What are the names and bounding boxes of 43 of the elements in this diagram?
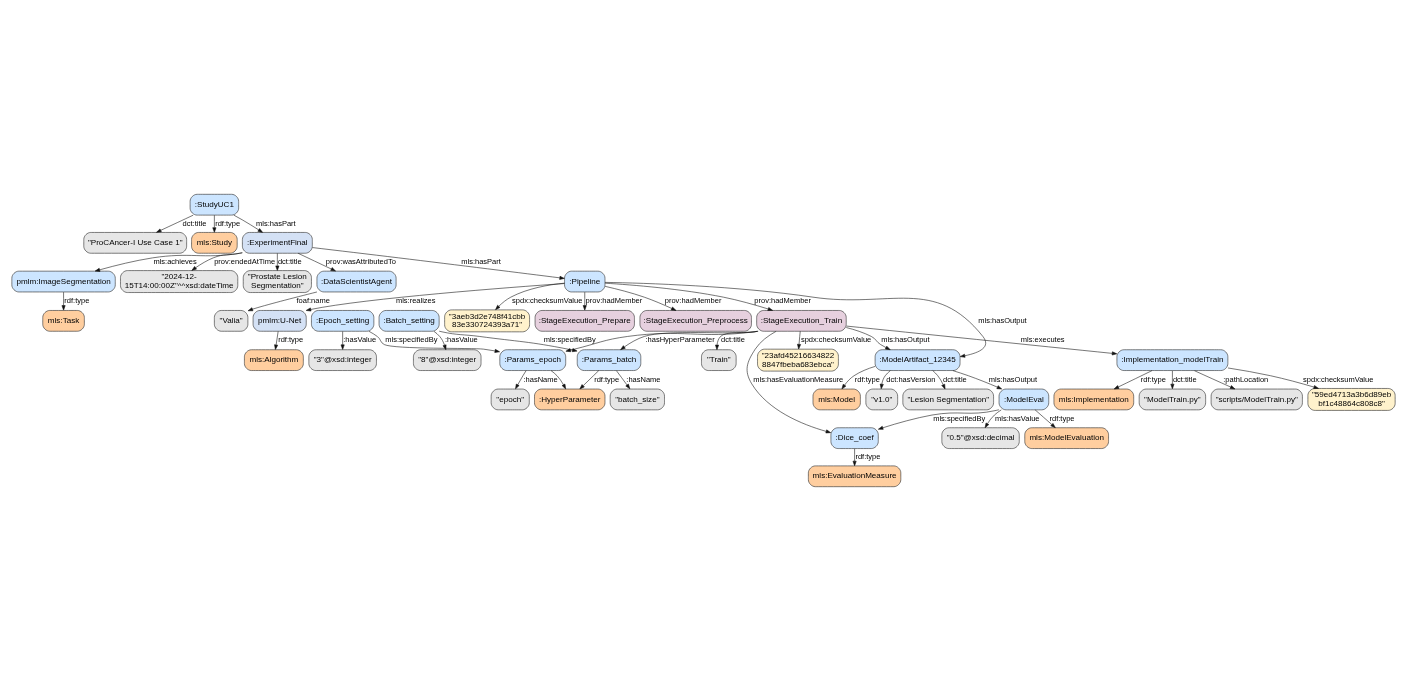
arrow — [604, 282, 773, 311]
arrow — [155, 214, 193, 233]
arrow — [297, 252, 336, 271]
arrow — [604, 281, 986, 358]
arrow — [211, 214, 216, 233]
arrow — [191, 251, 243, 271]
arrow — [796, 330, 801, 349]
arrow — [619, 330, 758, 350]
arrow — [274, 252, 279, 271]
arrow — [311, 246, 565, 280]
arrow — [273, 330, 278, 350]
arrow — [579, 369, 599, 389]
arrow — [852, 447, 856, 466]
arrow — [438, 330, 577, 352]
arrow — [550, 369, 566, 389]
arrow — [1170, 369, 1174, 389]
arrow — [61, 291, 65, 310]
arrow — [514, 369, 526, 389]
arrow — [1113, 369, 1152, 389]
arrow — [582, 291, 587, 310]
arrow — [1034, 409, 1056, 428]
arrow — [494, 282, 565, 310]
arrow — [984, 409, 1002, 428]
arrow — [615, 369, 630, 389]
arrow — [247, 291, 317, 311]
arrow — [879, 369, 891, 389]
arrow — [845, 326, 890, 350]
arrow — [94, 252, 242, 272]
arrow — [746, 330, 831, 433]
arrow — [951, 369, 1002, 389]
arrow — [841, 365, 875, 389]
arrow — [233, 214, 263, 233]
arrow — [604, 285, 676, 311]
arrow — [1227, 367, 1319, 389]
arrow — [340, 330, 345, 350]
arrow — [565, 330, 758, 352]
arrow — [305, 282, 565, 311]
arrow — [845, 325, 1117, 355]
arrow — [368, 330, 500, 353]
arrow — [1193, 369, 1235, 389]
arrow — [433, 330, 446, 350]
arrow — [877, 408, 999, 430]
arrow — [931, 369, 945, 389]
